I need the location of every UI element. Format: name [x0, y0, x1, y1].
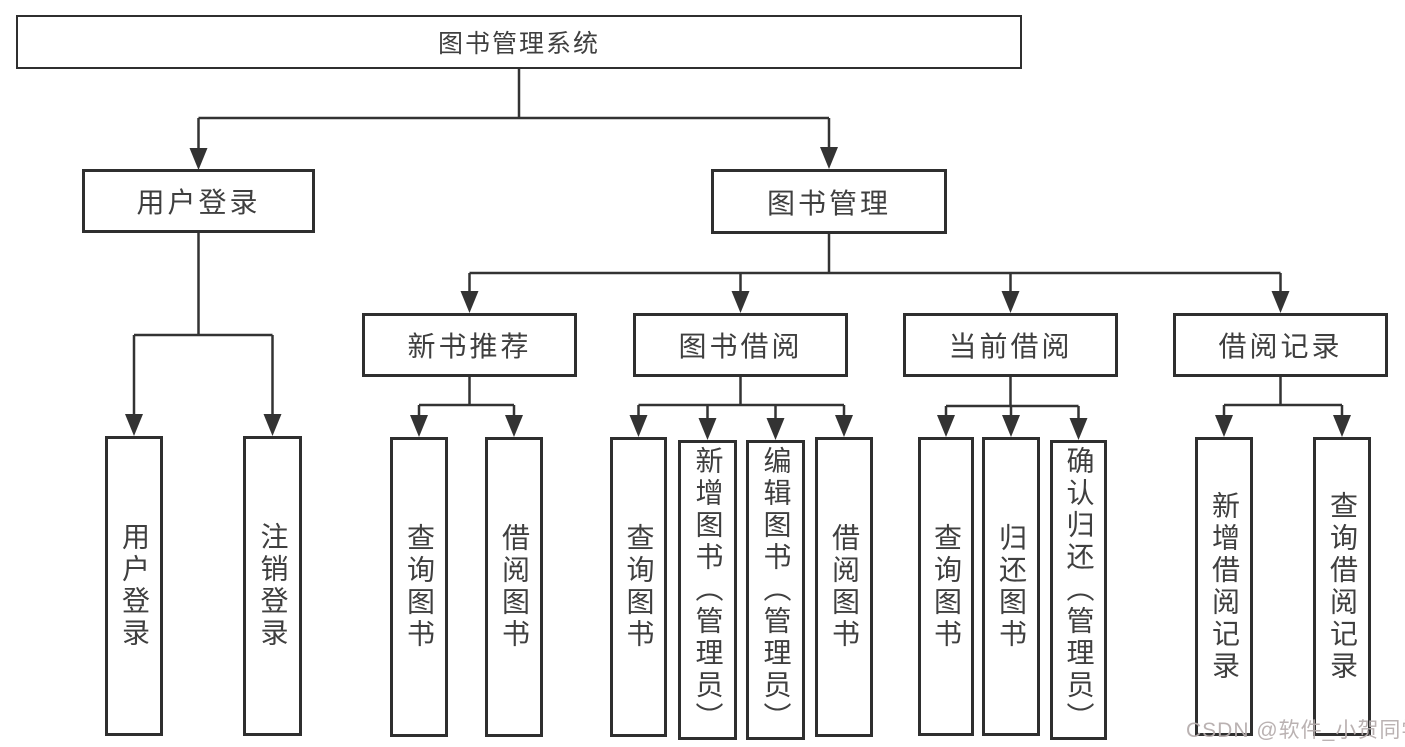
leaf-cb-query-books: 查询图书 [918, 437, 974, 736]
leaf-nbr-borrow-books-label: 借阅图书 [499, 523, 530, 651]
leaf-user-login: 用户登录 [105, 436, 163, 736]
leaf-user-login-label: 用户登录 [119, 522, 150, 650]
leaf-nbr-borrow-books: 借阅图书 [485, 437, 543, 737]
node-root-label: 图书管理系统 [437, 30, 600, 58]
node-current-borrow: 当前借阅 [903, 313, 1118, 377]
arrowheads [125, 147, 1351, 440]
leaf-br-query-record: 查询借阅记录 [1313, 437, 1371, 736]
leaf-cb-return-books: 归还图书 [982, 437, 1040, 736]
leaf-bb-edit-books-admin-label: 编辑图书（管理员） [760, 446, 792, 734]
leaf-br-add-record-label: 新增借阅记录 [1209, 490, 1240, 683]
leaf-cb-confirm-return-admin: 确认归还（管理员） [1050, 440, 1107, 740]
node-current-borrow-label: 当前借阅 [948, 331, 1073, 362]
leaf-bb-edit-books-admin: 编辑图书（管理员） [746, 440, 805, 740]
leaf-logout-login-label: 注销登录 [257, 522, 289, 650]
leaf-nbr-query-books: 查询图书 [390, 437, 448, 737]
leaf-cb-query-books-label: 查询图书 [931, 522, 962, 651]
node-user-login: 用户登录 [82, 169, 315, 233]
node-root-system: 图书管理系统 [16, 15, 1022, 69]
node-user-login-label: 用户登录 [136, 187, 261, 218]
leaf-bb-query-books: 查询图书 [610, 437, 667, 737]
leaf-cb-confirm-return-admin-label: 确认归还（管理员） [1063, 446, 1095, 734]
watermark: CSDN @软件_小贺同学 [1186, 719, 1405, 742]
node-book-borrow: 图书借阅 [633, 313, 848, 377]
leaf-bb-borrow-books: 借阅图书 [815, 437, 873, 737]
leaf-br-query-record-label: 查询借阅记录 [1327, 490, 1358, 683]
node-book-borrow-label: 图书借阅 [678, 331, 803, 362]
leaf-cb-return-books-label: 归还图书 [996, 522, 1027, 651]
node-borrow-records: 借阅记录 [1173, 313, 1388, 377]
leaf-bb-borrow-books-label: 借阅图书 [829, 523, 860, 651]
leaf-bb-query-books-label: 查询图书 [623, 523, 655, 651]
connector-edges [132, 69, 1344, 419]
node-borrow-records-label: 借阅记录 [1218, 331, 1343, 362]
leaf-logout-login: 注销登录 [243, 436, 302, 736]
node-new-book-recommend: 新书推荐 [362, 313, 577, 377]
leaf-nbr-query-books-label: 查询图书 [404, 523, 435, 651]
leaf-br-add-record: 新增借阅记录 [1195, 437, 1253, 736]
leaf-bb-add-books-admin: 新增图书（管理员） [678, 440, 737, 740]
node-new-book-recommend-label: 新书推荐 [407, 331, 532, 362]
leaf-bb-add-books-admin-label: 新增图书（管理员） [692, 446, 724, 734]
node-book-management-label: 图书管理 [766, 187, 891, 219]
node-book-management: 图书管理 [711, 169, 947, 234]
